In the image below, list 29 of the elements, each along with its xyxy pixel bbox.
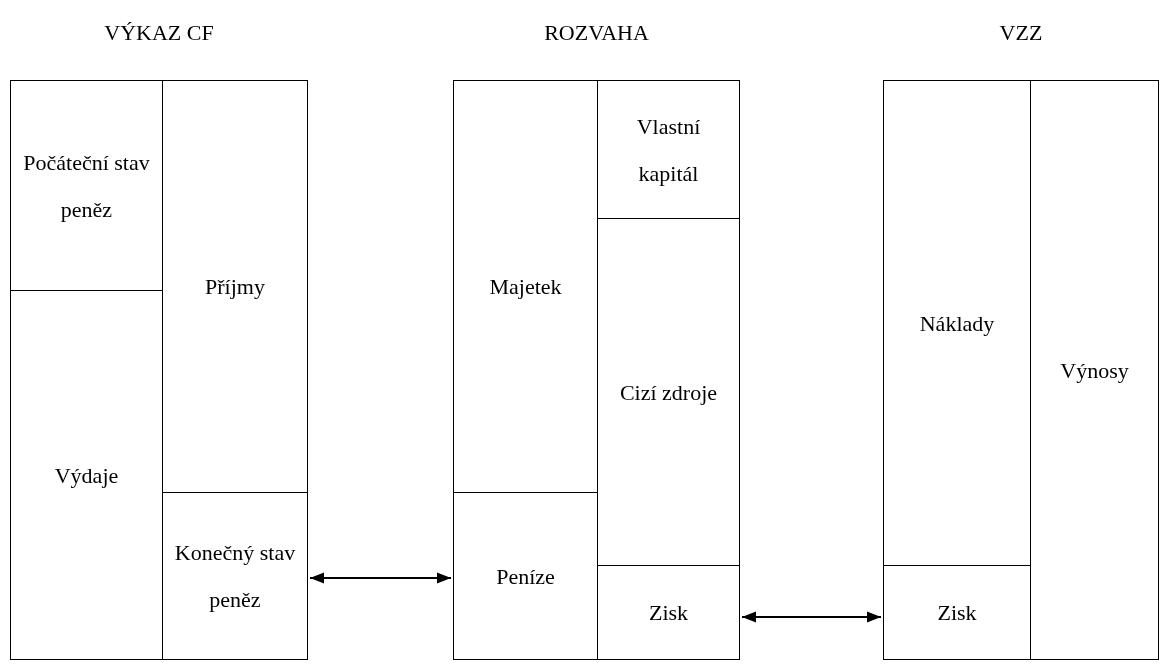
account-cell xyxy=(597,565,740,660)
account-cell xyxy=(453,492,598,660)
cell-label: Výdaje xyxy=(54,461,119,490)
table-heading: VZZ xyxy=(998,20,1044,46)
cell-label: Vlastní kapitál xyxy=(635,112,702,188)
cell-label: Peníze xyxy=(496,562,555,591)
cell-label: Konečný stav peněz xyxy=(173,539,297,614)
account-cell xyxy=(883,80,1031,566)
account-table xyxy=(10,20,308,660)
cell-label: Příjmy xyxy=(205,273,265,301)
account-cell xyxy=(453,80,598,493)
cell-label: Počáteční stav peněz xyxy=(22,148,151,224)
cell-label: Cizí zdroje xyxy=(619,378,718,407)
cell-label: Náklady xyxy=(919,309,995,338)
cell-label: Zisk xyxy=(648,599,689,627)
double-arrow xyxy=(741,611,882,623)
account-cell xyxy=(10,290,163,660)
account-cell xyxy=(597,80,740,219)
cell-label: Výnosy xyxy=(1060,356,1129,385)
cell-label: Majetek xyxy=(489,273,562,301)
account-cell xyxy=(883,565,1031,660)
table-heading: ROZVAHA xyxy=(543,20,650,46)
cell-label: Zisk xyxy=(937,599,977,627)
double-arrow xyxy=(309,572,452,584)
account-cell xyxy=(10,80,163,291)
account-cell xyxy=(162,492,308,660)
table-heading: VÝKAZ CF xyxy=(103,20,215,46)
account-cell xyxy=(162,80,308,493)
account-cell xyxy=(1030,80,1159,660)
